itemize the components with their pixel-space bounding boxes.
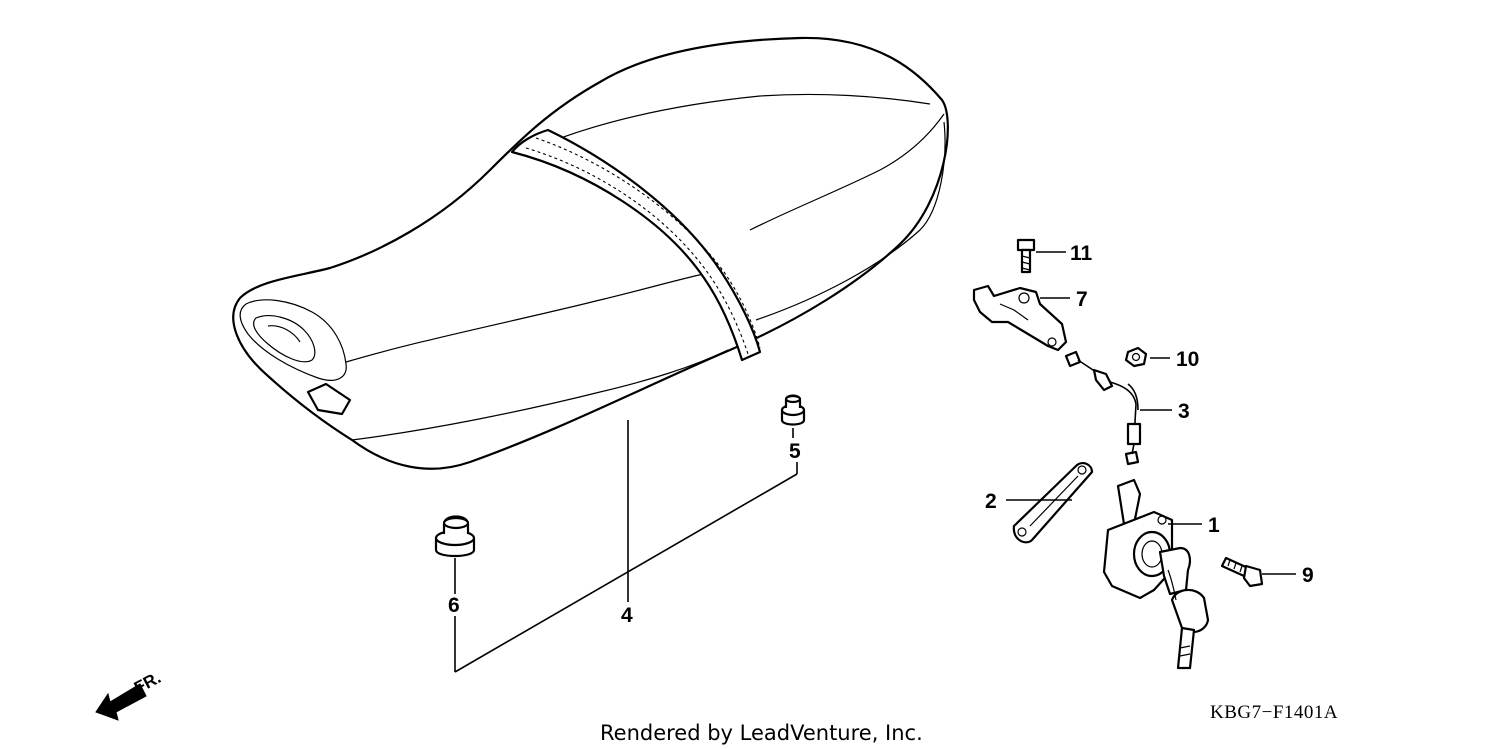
callout-6: 6 [448, 594, 460, 617]
screw-part-9[interactable] [1220, 556, 1264, 588]
leader-lines [454, 251, 1296, 673]
front-arrow-icon [95, 683, 147, 721]
callout-11: 11 [1070, 242, 1093, 265]
cushion-part-5[interactable] [780, 394, 806, 426]
callout-labels: 11 7 10 3 2 1 9 5 4 6 [448, 242, 1314, 627]
front-direction-indicator: FR. [95, 668, 164, 721]
cable-part-3[interactable] [1064, 350, 1142, 466]
plate-part-2[interactable] [1012, 462, 1094, 544]
callout-7: 7 [1076, 288, 1088, 311]
bracket-part-7[interactable] [972, 284, 1068, 352]
nut-part-10[interactable] [1124, 346, 1148, 368]
callout-1: 1 [1208, 514, 1220, 537]
callout-3: 3 [1178, 400, 1190, 423]
render-credit: Rendered by LeadVenture, Inc. [600, 721, 923, 745]
callout-2: 2 [985, 490, 997, 513]
seat-drawing[interactable] [232, 36, 949, 470]
diagram-code: KBG7−F1401A [1210, 702, 1338, 723]
callout-9: 9 [1302, 564, 1314, 587]
seat-lock-part-1[interactable] [1102, 478, 1210, 670]
cushion-part-6[interactable] [434, 515, 476, 558]
bolt-part-11[interactable] [1016, 238, 1036, 274]
callout-5: 5 [789, 440, 801, 463]
callout-10: 10 [1176, 348, 1199, 371]
callout-4: 4 [621, 604, 633, 627]
